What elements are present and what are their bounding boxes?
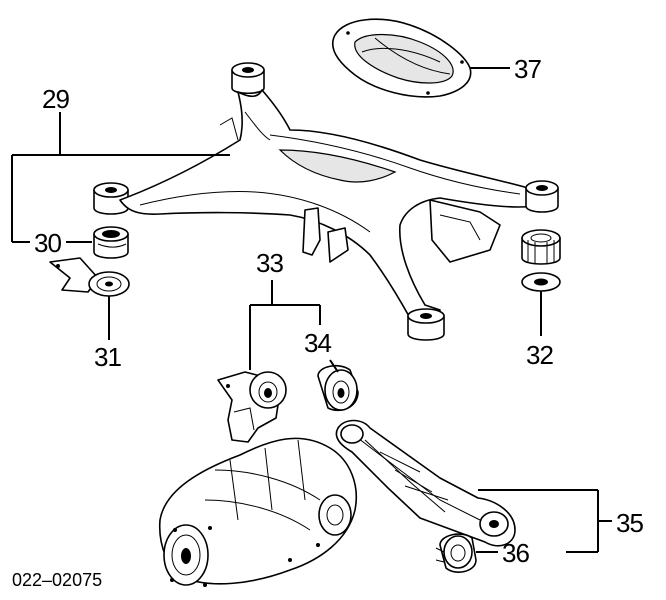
callout-33: 33: [256, 248, 283, 278]
part-36-bushing: [435, 533, 477, 573]
part-37-cover-plate: [331, 18, 472, 98]
callout-31: 31: [94, 342, 121, 372]
part-34-bushing: [317, 364, 359, 412]
part-32-bushings: [521, 229, 561, 292]
callout-29: 29: [42, 84, 69, 114]
leader-lines: [11, 67, 612, 553]
callout-30: 30: [34, 228, 61, 258]
part-33-diff-mount: [217, 371, 287, 443]
part-35-crossmember: [335, 419, 516, 547]
part-29-subframe: [93, 62, 559, 341]
callout-32: 32: [526, 340, 553, 370]
callout-34: 34: [304, 328, 331, 358]
callout-37: 37: [514, 54, 541, 84]
diagram-code: 022–02075: [12, 570, 102, 590]
differential-housing: [158, 437, 357, 587]
callout-labels: 37 29 30 31 32 33 34 35 36 022–02075: [12, 54, 644, 590]
callout-36: 36: [502, 538, 529, 568]
callout-35: 35: [616, 508, 643, 538]
part-30-bushing: [93, 226, 129, 259]
part-31-bracket: [49, 257, 130, 297]
